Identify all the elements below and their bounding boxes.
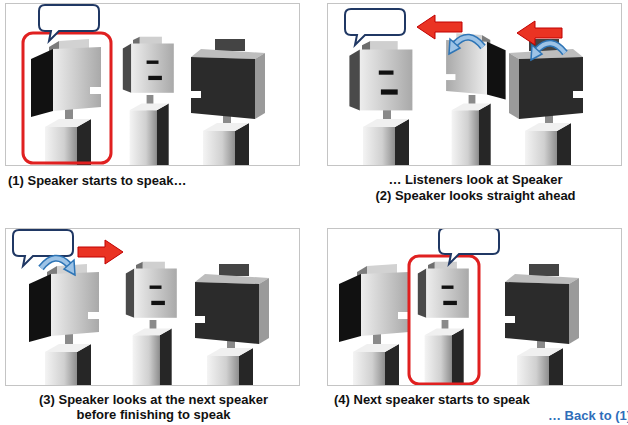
blue-turn-arrow bbox=[41, 258, 75, 275]
panel-frame: (4) Next speaker starts to speak bbox=[327, 228, 622, 386]
panel-caption: (4) Next speaker starts to speak bbox=[334, 392, 623, 407]
panel-caption: (3) Speaker looks at the next speaker be… bbox=[21, 392, 286, 422]
robot-head bbox=[445, 33, 505, 99]
panel-frame: (3) Speaker looks at the next speaker be… bbox=[5, 228, 300, 386]
blue-turn-arrow bbox=[449, 37, 483, 54]
speech-bubble bbox=[39, 5, 99, 41]
speech-bubble bbox=[439, 228, 499, 264]
panel-caption: … Listeners look at Speaker bbox=[328, 172, 623, 187]
speech-bubble bbox=[345, 9, 405, 45]
panel-caption: (1) Speaker starts to speak… bbox=[8, 173, 301, 188]
robot-head bbox=[29, 264, 100, 342]
panel-caption: (2) Speaker looks straight ahead bbox=[328, 188, 623, 203]
panel-frame: … Listeners look at Speaker(2) Speaker l… bbox=[327, 3, 622, 166]
robot-body bbox=[130, 95, 169, 214]
robot-head bbox=[126, 262, 177, 318]
robot-head bbox=[195, 264, 269, 344]
cycle-note: … Back to (1) bbox=[548, 408, 628, 423]
robot-head bbox=[31, 39, 102, 117]
robot-head bbox=[509, 39, 583, 119]
blue-turn-arrow bbox=[531, 43, 565, 60]
speaker-highlight bbox=[23, 33, 111, 163]
robot-body bbox=[425, 320, 464, 425]
red-arrow bbox=[417, 15, 462, 39]
panel-frame: (1) Speaker starts to speak… bbox=[5, 3, 300, 166]
speaker-highlight bbox=[409, 256, 479, 384]
robot-body bbox=[353, 334, 399, 425]
robot-body bbox=[203, 113, 249, 253]
robot-head bbox=[123, 37, 174, 93]
red-arrow bbox=[78, 240, 123, 264]
robot-head bbox=[418, 262, 469, 318]
panel-art bbox=[345, 9, 583, 253]
robot-head bbox=[505, 264, 579, 344]
panel-art bbox=[23, 5, 265, 253]
robot-head bbox=[349, 41, 412, 110]
robot-head bbox=[339, 264, 410, 342]
robot-head bbox=[191, 39, 265, 119]
